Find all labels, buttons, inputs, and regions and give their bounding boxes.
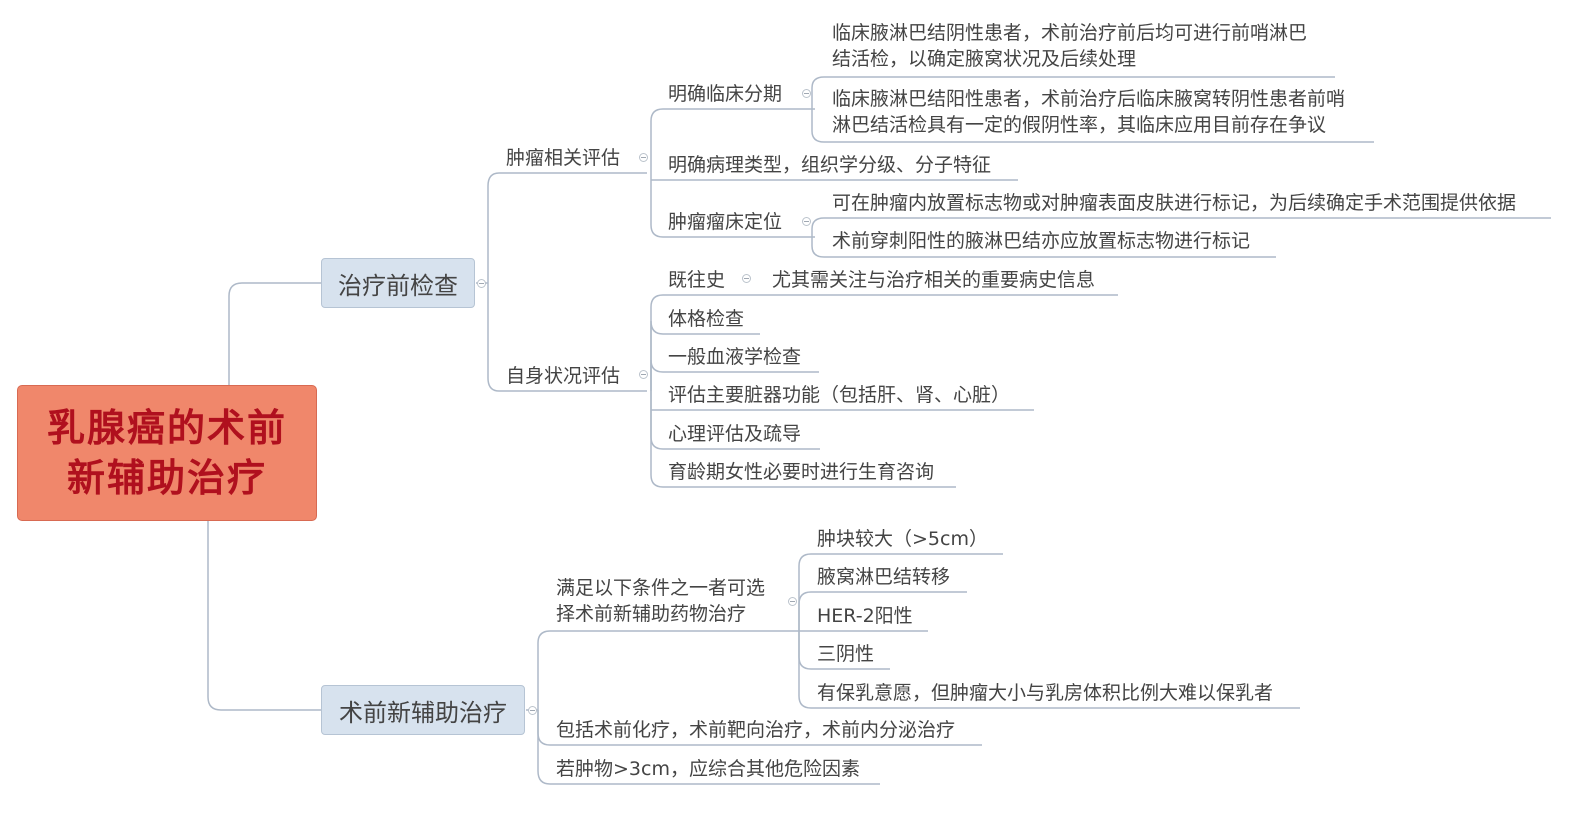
topic-mass-size[interactable]: 若肿物>3cm，应综合其他危险因素 [556, 758, 860, 780]
criteria-item-large-mass[interactable]: 肿块较大（>5cm） [817, 528, 988, 550]
collapse-toggle-icon[interactable] [788, 597, 797, 606]
criteria-item-triple-negative[interactable]: 三阴性 [817, 643, 875, 665]
self-eval-item-fertility[interactable]: 育龄期女性必要时进行生育咨询 [668, 461, 935, 483]
staging-item-2-line1: 临床腋淋巴结阳性患者，术前治疗后临床腋窝转阴性患者前哨 [832, 88, 1346, 110]
collapse-toggle-icon[interactable] [477, 279, 486, 288]
topic-criteria-line2: 择术前新辅助药物治疗 [556, 603, 747, 625]
topic-tumor-evaluation[interactable]: 肿瘤相关评估 [506, 147, 621, 169]
topic-clinical-staging[interactable]: 明确临床分期 [668, 83, 783, 105]
topic-tumor-bed-localization[interactable]: 肿瘤瘤床定位 [668, 211, 783, 233]
topic-neoadjuvant-therapy-label: 术前新辅助治疗 [339, 698, 507, 727]
staging-item-1-line2: 结活检，以确定腋窝状况及后续处理 [832, 48, 1137, 70]
staging-item-2-line2: 淋巴结活检具有一定的假阴性率，其临床应用目前存在争议 [832, 114, 1327, 136]
self-eval-item-psych[interactable]: 心理评估及疏导 [668, 423, 802, 445]
localization-item-1[interactable]: 可在肿瘤内放置标志物或对肿瘤表面皮肤进行标记，为后续确定手术范围提供依据 [832, 192, 1517, 214]
self-eval-item-physical[interactable]: 体格检查 [668, 308, 745, 330]
collapse-toggle-icon[interactable] [639, 153, 648, 162]
collapse-toggle-icon[interactable] [742, 274, 751, 283]
topic-criteria[interactable]: 满足以下条件之一者可选 择术前新辅助药物治疗 [556, 575, 765, 627]
topic-criteria-line1: 满足以下条件之一者可选 [556, 577, 766, 599]
topic-pretreatment-exam[interactable]: 治疗前检查 [321, 258, 475, 308]
root-title-line2: 新辅助治疗 [66, 456, 267, 500]
localization-item-2[interactable]: 术前穿刺阳性的腋淋巴结亦应放置标志物进行标记 [832, 230, 1251, 252]
topic-treatment-types[interactable]: 包括术前化疗，术前靶向治疗，术前内分泌治疗 [556, 719, 956, 741]
staging-item-2[interactable]: 临床腋淋巴结阳性患者，术前治疗后临床腋窝转阴性患者前哨 淋巴结活检具有一定的假阴… [832, 86, 1345, 138]
collapse-toggle-icon[interactable] [802, 89, 811, 98]
topic-neoadjuvant-therapy[interactable]: 术前新辅助治疗 [321, 685, 525, 735]
topic-pathology[interactable]: 明确病理类型，组织学分级、分子特征 [668, 154, 992, 176]
root-topic[interactable]: 乳腺癌的术前 新辅助治疗 [17, 385, 317, 521]
self-eval-item-blood[interactable]: 一般血液学检查 [668, 346, 802, 368]
self-eval-item-organ[interactable]: 评估主要脏器功能（包括肝、肾、心脏） [668, 384, 1011, 406]
criteria-item-breast-conserving[interactable]: 有保乳意愿，但肿瘤大小与乳房体积比例大难以保乳者 [817, 682, 1274, 704]
root-title-line1: 乳腺癌的术前 [46, 406, 287, 450]
collapse-toggle-icon[interactable] [802, 217, 811, 226]
staging-item-1[interactable]: 临床腋淋巴结阴性患者，术前治疗前后均可进行前哨淋巴 结活检，以确定腋窝状况及后续… [832, 20, 1307, 72]
criteria-item-axillary[interactable]: 腋窝淋巴结转移 [817, 566, 951, 588]
topic-medical-history[interactable]: 既往史 [668, 269, 726, 291]
topic-self-evaluation[interactable]: 自身状况评估 [506, 365, 621, 387]
root-topic-title: 乳腺癌的术前 新辅助治疗 [47, 403, 287, 503]
collapse-toggle-icon[interactable] [528, 706, 537, 715]
collapse-toggle-icon[interactable] [639, 370, 648, 379]
criteria-item-her2[interactable]: HER-2阳性 [817, 605, 913, 627]
staging-item-1-line1: 临床腋淋巴结阴性患者，术前治疗前后均可进行前哨淋巴 [832, 22, 1308, 44]
medical-history-detail[interactable]: 尤其需关注与治疗相关的重要病史信息 [772, 269, 1096, 291]
topic-pretreatment-exam-label: 治疗前检查 [338, 271, 458, 300]
